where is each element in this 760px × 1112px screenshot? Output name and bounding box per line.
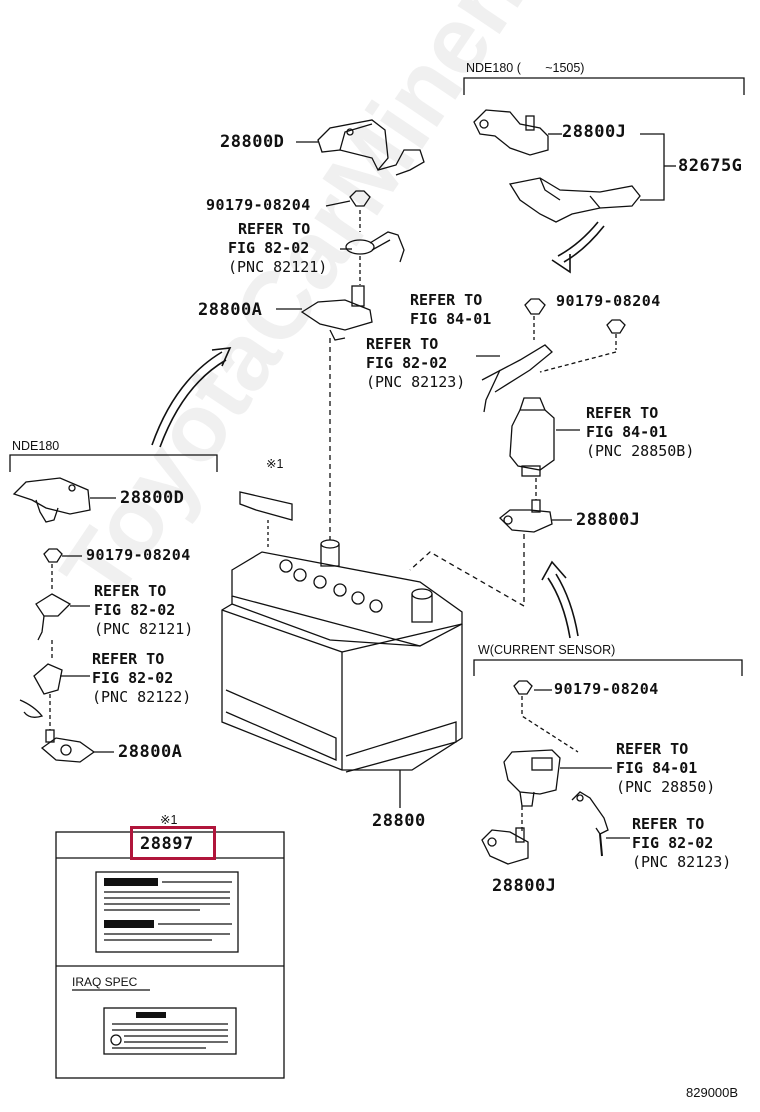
header-nde180-range: NDE180 ( ~1505) — [466, 61, 585, 75]
part-28800a-top[interactable]: 28800A — [198, 300, 263, 320]
part-nut-bottom[interactable]: 90179-08204 — [554, 680, 659, 698]
nut-top — [349, 190, 371, 207]
battery-28800 — [221, 539, 463, 773]
refer-line-2: FIG 82-02 — [94, 601, 176, 619]
refer-line-1: REFER TO — [238, 220, 311, 238]
refer-line-3: (PNC 82123) — [366, 373, 466, 391]
group-bracket-nde180-top — [463, 77, 745, 95]
iraq-spec-heading: IRAQ SPEC — [72, 975, 138, 989]
part-28800d-left[interactable]: 28800D — [120, 488, 185, 508]
label-panel-28897 — [55, 831, 285, 1079]
refer-line-1: REFER TO — [616, 740, 689, 758]
part-28800a-left[interactable]: 28800A — [118, 742, 183, 762]
refer-line-1: REFER TO — [92, 650, 165, 668]
refer-line-3: (PNC 82121) — [228, 258, 328, 276]
nut-right-2 — [606, 319, 626, 334]
highlight-box-28897 — [130, 826, 216, 860]
nut-left — [43, 548, 63, 563]
terminal-28800j-mid — [499, 499, 553, 533]
terminal-clamp-28800a-left — [40, 729, 96, 763]
cable-clamp-left-1 — [35, 593, 72, 641]
refer-fig-82-02-left-2[interactable]: REFER TO FIG 82-02 (PNC 82122) — [92, 650, 191, 707]
refer-line-3: (PNC 28850B) — [586, 442, 695, 460]
bracket-82675g — [508, 177, 641, 223]
caution-label-large — [95, 871, 239, 953]
nut-right — [524, 298, 546, 315]
cable-clamp-left-2 — [19, 663, 63, 718]
part-28800j-mid[interactable]: 28800J — [576, 510, 641, 530]
cable-clamp-top — [345, 231, 405, 263]
part-28800-battery[interactable]: 28800 — [372, 811, 426, 831]
terminal-28800j-bottom — [481, 827, 529, 865]
group-bracket-nde180-left — [9, 454, 218, 472]
part-nut-left[interactable]: 90179-08204 — [86, 546, 191, 564]
refer-fig-82-02-top[interactable]: REFER TO FIG 82-02 (PNC 82121) — [228, 220, 327, 277]
current-sensor-mid — [509, 397, 555, 477]
part-28800d-top[interactable]: 28800D — [220, 132, 285, 152]
refer-line-1: REFER TO — [586, 404, 659, 422]
refer-line-3: (PNC 28850) — [616, 778, 716, 796]
current-sensor-bottom — [503, 749, 561, 807]
caution-label-small — [239, 491, 293, 521]
refer-fig-82-02-left-1[interactable]: REFER TO FIG 82-02 (PNC 82121) — [94, 582, 193, 639]
refer-fig-84-01-top[interactable]: REFER TO FIG 84-01 — [410, 291, 491, 329]
refer-line-2: FIG 84-01 — [616, 759, 698, 777]
part-28897-label[interactable]: 28897 — [140, 834, 194, 854]
header-current-sensor: W(CURRENT SENSOR) — [478, 643, 616, 657]
terminal-cover-28800d-top — [317, 119, 425, 176]
diagram-id: 829000B — [686, 1085, 739, 1100]
part-28800j-top[interactable]: 28800J — [562, 122, 627, 142]
header-nde180-left: NDE180 — [12, 439, 60, 453]
refer-line-3: (PNC 82121) — [94, 620, 194, 638]
refer-line-2: FIG 82-02 — [228, 239, 310, 257]
refer-fig-84-01-bottom[interactable]: REFER TO FIG 84-01 (PNC 28850) — [616, 740, 715, 797]
refer-line-2: FIG 82-02 — [92, 669, 174, 687]
iraq-spec-label — [103, 1007, 237, 1055]
refer-line-2: FIG 84-01 — [586, 423, 668, 441]
refer-line-1: REFER TO — [94, 582, 167, 600]
refer-line-1: REFER TO — [632, 815, 705, 833]
refer-line-1: REFER TO — [366, 335, 439, 353]
refer-line-3: (PNC 82122) — [92, 688, 192, 706]
part-nut-top[interactable]: 90179-08204 — [206, 196, 311, 214]
refer-line-2: FIG 84-01 — [410, 310, 492, 328]
refer-fig-84-01-mid[interactable]: REFER TO FIG 84-01 (PNC 28850B) — [586, 404, 694, 461]
terminal-clamp-28800a-top — [300, 285, 373, 341]
refer-fig-82-02-bottom[interactable]: REFER TO FIG 82-02 (PNC 82123) — [632, 815, 731, 872]
refer-line-1: REFER TO — [410, 291, 483, 309]
part-28800j-bottom[interactable]: 28800J — [492, 876, 557, 896]
refer-line-2: FIG 82-02 — [366, 354, 448, 372]
group-bracket-current-sensor — [473, 659, 743, 676]
refer-line-3: (PNC 82123) — [632, 853, 732, 871]
bracket-mid — [481, 344, 553, 393]
part-82675g[interactable]: 82675G — [678, 156, 743, 176]
nut-bottom — [513, 680, 533, 695]
terminal-28800j-top — [473, 109, 549, 156]
note-mark-label: ※1 — [160, 813, 178, 827]
terminal-cover-28800d-left — [12, 477, 91, 523]
cable-end-bottom — [571, 791, 609, 857]
part-nut-right[interactable]: 90179-08204 — [556, 292, 661, 310]
refer-fig-82-02-mid[interactable]: REFER TO FIG 82-02 (PNC 82123) — [366, 335, 465, 392]
note-mark-battery: ※1 — [266, 457, 284, 471]
refer-line-2: FIG 82-02 — [632, 834, 714, 852]
